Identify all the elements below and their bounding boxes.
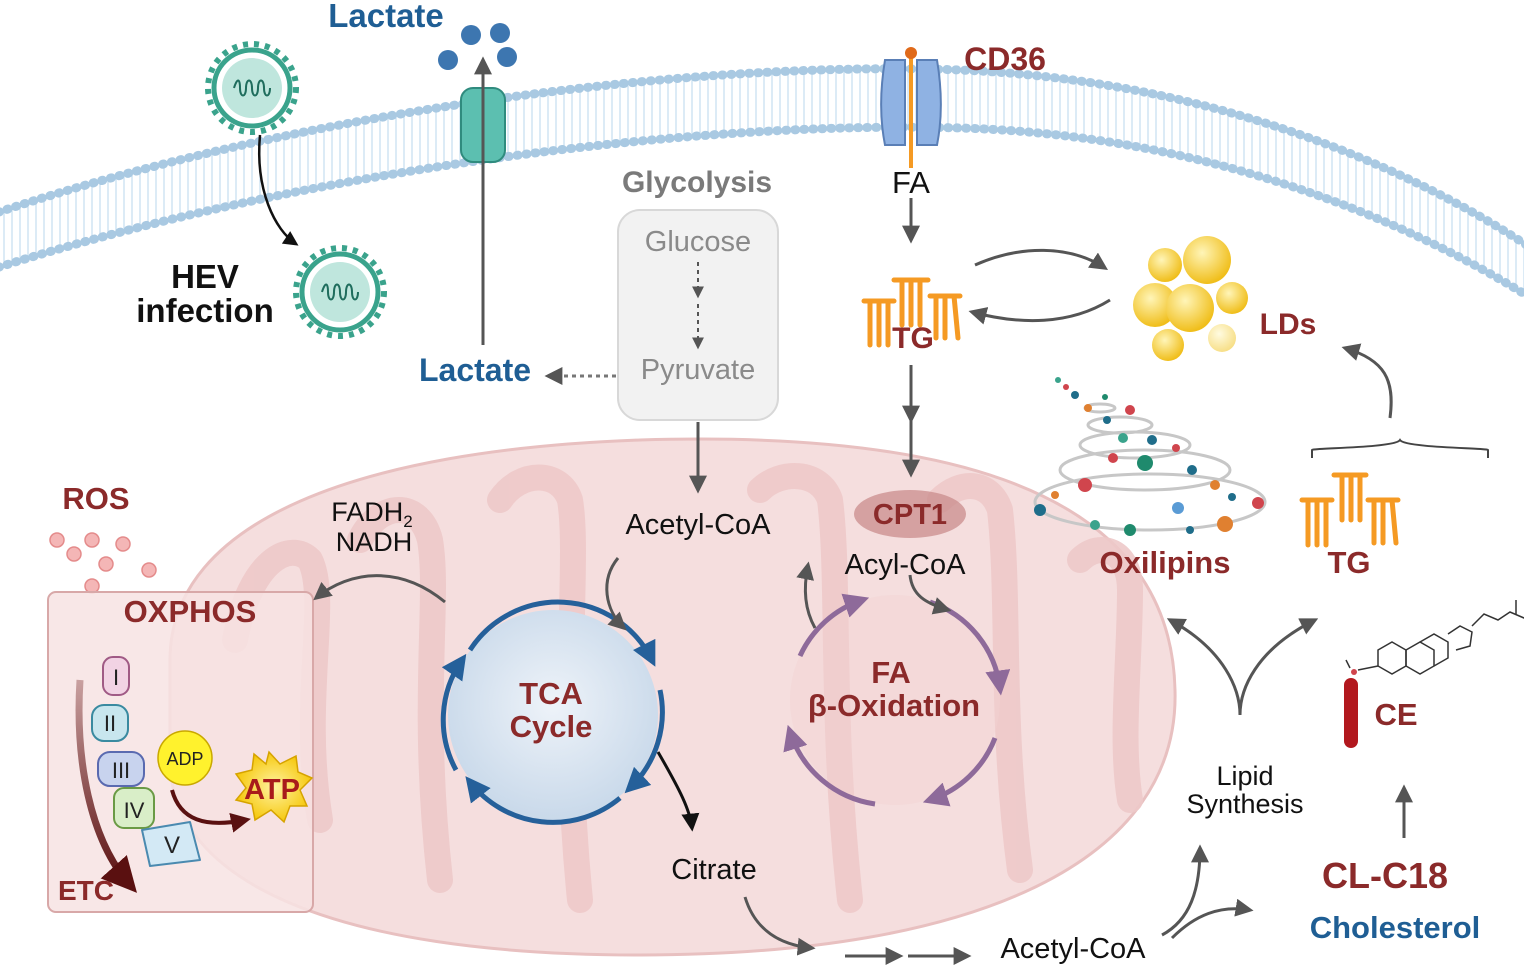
complex-4-label: IV [124,798,145,823]
fa-oxidation-fill [790,595,1000,805]
acetylcoa-to-cholesterol-arrow [1170,898,1254,940]
citrate-label: Citrate [671,854,756,886]
etc-arrow [75,679,137,893]
hev-virus-infected-icon [293,245,387,339]
lactate-molecules-icon [438,23,517,70]
cpt1-badge [854,490,966,538]
tg-lipid-icon-top [861,277,963,348]
cd36-transporter-icon [880,47,942,168]
complex-3-label: III [112,758,130,783]
lipid-label: Lipid [1216,761,1273,791]
ros-dots-icon [49,532,157,594]
lds-label: LDs [1260,308,1317,341]
cholesterol-label: Cholesterol [1310,910,1481,945]
acetylcoa-to-tca-arrow [605,557,627,631]
acyl-coa-label: Acyl-CoA [845,549,967,581]
tca-cycle-fill [448,610,658,820]
fa-oxidation-label-1: FA [871,655,911,690]
cycle-label: Cycle [510,709,593,744]
infection-arrow [258,134,299,246]
complex-2-label: II [104,711,116,736]
lactate-intracellular-label: Lactate [419,352,531,388]
tca-cycle-arrows [440,599,665,825]
oxilipins-label: Oxilipins [1100,545,1231,580]
tca-label: TCA [519,676,583,711]
tg-to-lds-arrow [974,248,1109,270]
adp-label: ADP [166,749,203,769]
acetyl-coa-label-bottom: Acetyl-CoA [1000,933,1146,965]
cl-c18-label: CL-C18 [1322,855,1448,896]
complex-5-label: V [164,832,180,859]
glycolysis-label: Glycolysis [622,166,772,199]
lipid-synthesis-to-oxilipins-arrow [1166,618,1242,716]
nadh-label: NADH [336,527,413,557]
acetyl-coa-label-top: Acetyl-CoA [625,509,771,541]
fadh2-nadh-to-oxphos-arrow [313,574,446,604]
atp-label: ATP [244,774,300,806]
fa-label: FA [892,165,930,200]
mitochondrion [168,437,1177,957]
tg-lipid-icon-right [1299,472,1401,548]
citrate-export-arrow [743,896,816,956]
lactate-extracellular-label: Lactate [328,0,444,34]
oxilipins-spiral-icon [1033,377,1267,536]
atp-star-icon [234,750,314,824]
tca-to-citrate-arrow [656,751,700,832]
cd36-label: CD36 [964,41,1046,77]
tg-label-top: TG [892,322,934,355]
adp-icon [157,730,213,786]
lipid-synthesis-to-tg-arrow [1238,618,1319,716]
adp-to-atp-arrow [170,789,251,833]
fadh2-label: FADH2 [331,497,412,531]
ros-label: ROS [62,481,129,516]
brace-to-lds-arrow [1341,343,1393,419]
cpt1-label: CPT1 [873,499,947,531]
acylcoa-to-faox-arrow [908,574,952,615]
fa-oxidation-label-2: β-Oxidation [808,688,980,723]
brace [1311,438,1489,458]
etc-label: ETC [58,875,114,906]
etc-complexes [91,656,201,867]
hev-virus-icon [205,41,299,135]
oxphos-label: OXPHOS [124,594,257,629]
tg-label-right: TG [1327,545,1370,580]
faox-return-arrow [796,561,817,629]
complex-1-label: I [113,665,119,690]
infection-label: infection [136,292,274,329]
ce-label: CE [1374,697,1417,732]
hev-label: HEV [171,258,239,295]
glucose-label: Glucose [645,226,751,258]
acetylcoa-to-lipid-synthesis-arrow [1161,844,1209,937]
cholesterol-ester-icon [1344,600,1524,748]
lds-to-tg-arrow [968,298,1111,325]
lipid-droplets-icon [1133,236,1248,361]
pyruvate-label: Pyruvate [641,354,755,386]
synthesis-label: Synthesis [1186,789,1303,819]
